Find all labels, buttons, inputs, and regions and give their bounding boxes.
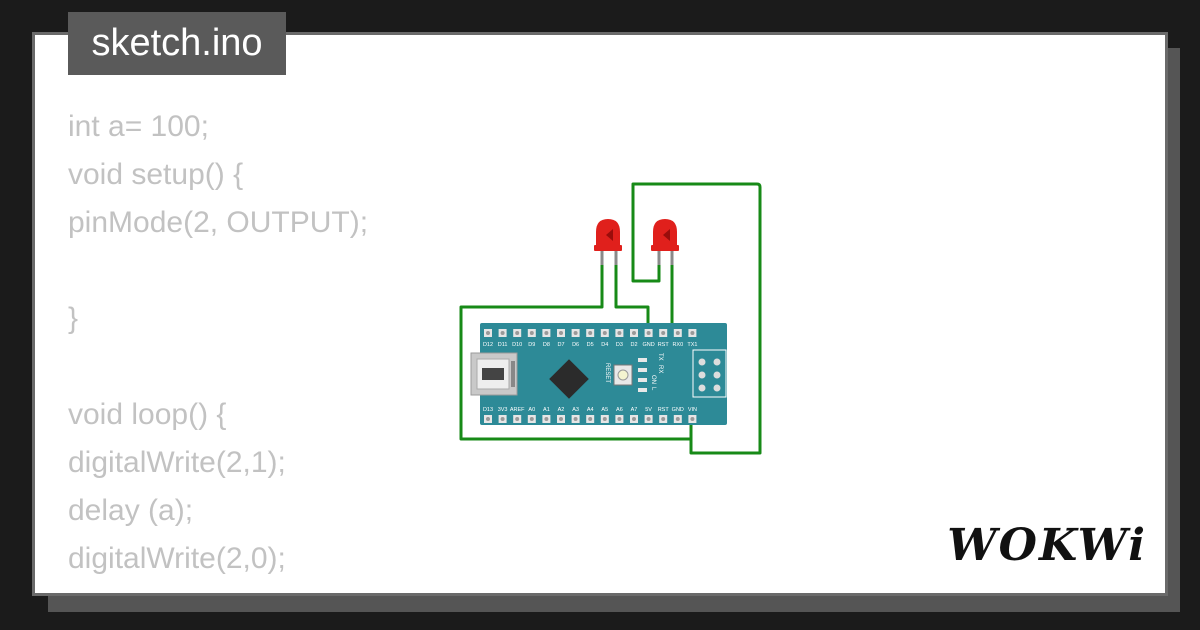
led-label-rx: RX (657, 365, 663, 373)
preview-card: int a= 100; void setup() { pinMode(2, OU… (32, 32, 1168, 596)
pin-hole (559, 417, 563, 421)
pin-label: D13 (483, 407, 493, 413)
pin-label: D4 (601, 342, 608, 348)
pin-hole (559, 331, 563, 335)
led-label-tx: TX (657, 353, 663, 361)
pin-label: D7 (557, 342, 564, 348)
pin-label: D8 (543, 342, 550, 348)
pin-hole (632, 331, 636, 335)
pin-hole (515, 331, 520, 335)
pin-hole (646, 417, 651, 421)
code-line: delay (a); (68, 494, 194, 527)
file-tab[interactable]: sketch.ino (68, 12, 286, 75)
microcontroller-chip (549, 359, 589, 399)
pin-hole (661, 417, 666, 421)
wire-led2-loop-to-gnd (631, 182, 762, 455)
pin-label: AREF (510, 407, 525, 413)
pin-hole (573, 417, 578, 421)
code-line: delay (a); (68, 583, 368, 593)
code-line: void setup() { (68, 158, 244, 191)
code-line: void loop() { (68, 398, 227, 431)
pin-hole (617, 417, 622, 421)
pin-label: D12 (483, 342, 493, 348)
code-line: digitalWrite(2,1); (68, 446, 286, 479)
pin-hole (529, 331, 534, 335)
reset-label: RESET (604, 363, 610, 383)
pin-hole (617, 331, 622, 335)
pin-label: 3V3 (498, 407, 508, 413)
pin-hole (675, 331, 680, 335)
pin-hole (588, 331, 593, 335)
pin-label: D5 (587, 342, 594, 348)
pin-label: A3 (572, 407, 579, 413)
pin-hole (486, 331, 490, 335)
pin-label: A6 (616, 407, 623, 413)
led-1[interactable] (594, 219, 622, 265)
code-listing: int a= 100; void setup() { pinMode(2, OU… (68, 103, 369, 593)
code-line: } (68, 302, 79, 335)
pin-hole (573, 331, 578, 335)
pin-hole (675, 417, 680, 421)
pin-label: D9 (528, 342, 535, 348)
pin-label: A2 (558, 407, 565, 413)
led-label-l: L (650, 387, 656, 391)
pin-hole (500, 331, 505, 335)
pin-label: GND (672, 407, 684, 413)
pin-label: D2 (630, 342, 637, 348)
pin-label: D6 (572, 342, 579, 348)
pin-hole (690, 417, 695, 421)
pin-label: VIN (688, 407, 697, 413)
pin-hole (515, 417, 520, 421)
pin-label: A1 (543, 407, 550, 413)
pin-hole (646, 331, 651, 335)
icsp-header (692, 349, 727, 398)
pin-label: 5V (645, 407, 652, 413)
wire-led1-to-gnd (614, 263, 658, 333)
pin-hole (661, 331, 666, 335)
code-line: int a= 100; (68, 110, 209, 143)
pin-hole (690, 331, 695, 335)
pin-label: RX0 (672, 342, 683, 348)
pin-hole (544, 331, 549, 335)
code-line: pinMode(2, OUTPUT); (68, 206, 369, 239)
pin-label: RST (658, 407, 670, 413)
pin-label: A5 (601, 407, 608, 413)
reset-button[interactable] (613, 364, 633, 386)
status-leds (638, 358, 647, 392)
pin-hole (602, 331, 607, 335)
pin-label: D3 (616, 342, 623, 348)
pin-label: RST (658, 342, 670, 348)
pin-label: GND (642, 342, 654, 348)
pin-hole (632, 417, 636, 421)
usb-connector (470, 352, 518, 396)
pin-label: A7 (631, 407, 638, 413)
pin-label: A0 (528, 407, 535, 413)
pin-label: TX1 (687, 342, 697, 348)
pin-label: A4 (587, 407, 594, 413)
led-label-on: ON (650, 375, 656, 384)
pin-hole (529, 417, 534, 421)
pin-hole (602, 417, 607, 421)
pin-label: D11 (498, 342, 508, 348)
wire-led2-to-d2 (652, 265, 674, 333)
pin-hole (486, 417, 490, 421)
pin-hole (500, 417, 505, 421)
led-2[interactable] (651, 219, 679, 265)
code-line: digitalWrite(2,0); (68, 542, 286, 575)
pin-hole (544, 417, 549, 421)
wokwi-logo: WOKWi (947, 520, 1147, 571)
pin-label: D10 (512, 342, 522, 348)
pin-hole (588, 417, 593, 421)
